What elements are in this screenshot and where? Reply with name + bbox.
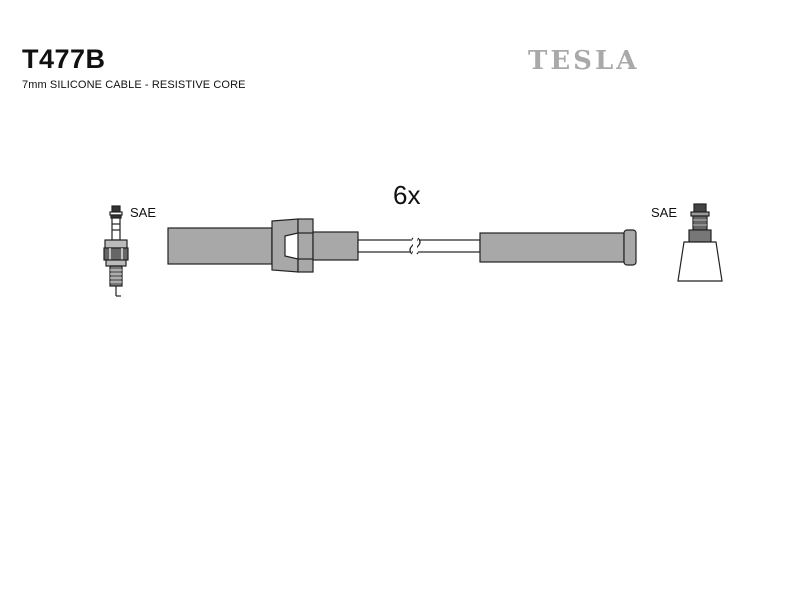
cable-description: 7mm SILICONE CABLE - RESISTIVE CORE bbox=[22, 79, 246, 91]
distributor-end-boot bbox=[479, 229, 637, 266]
cable-section bbox=[357, 237, 481, 255]
right-connector-label: SAE bbox=[651, 205, 678, 220]
quantity-label: 6x bbox=[393, 180, 421, 210]
spark-plug-icon bbox=[103, 205, 129, 297]
part-number-title: T477B bbox=[22, 44, 106, 74]
brand-logo: TESLA bbox=[528, 46, 640, 76]
left-connector-label: SAE bbox=[130, 205, 157, 220]
distributor-boot-icon bbox=[677, 203, 723, 282]
spark-plug-boot bbox=[167, 218, 359, 273]
